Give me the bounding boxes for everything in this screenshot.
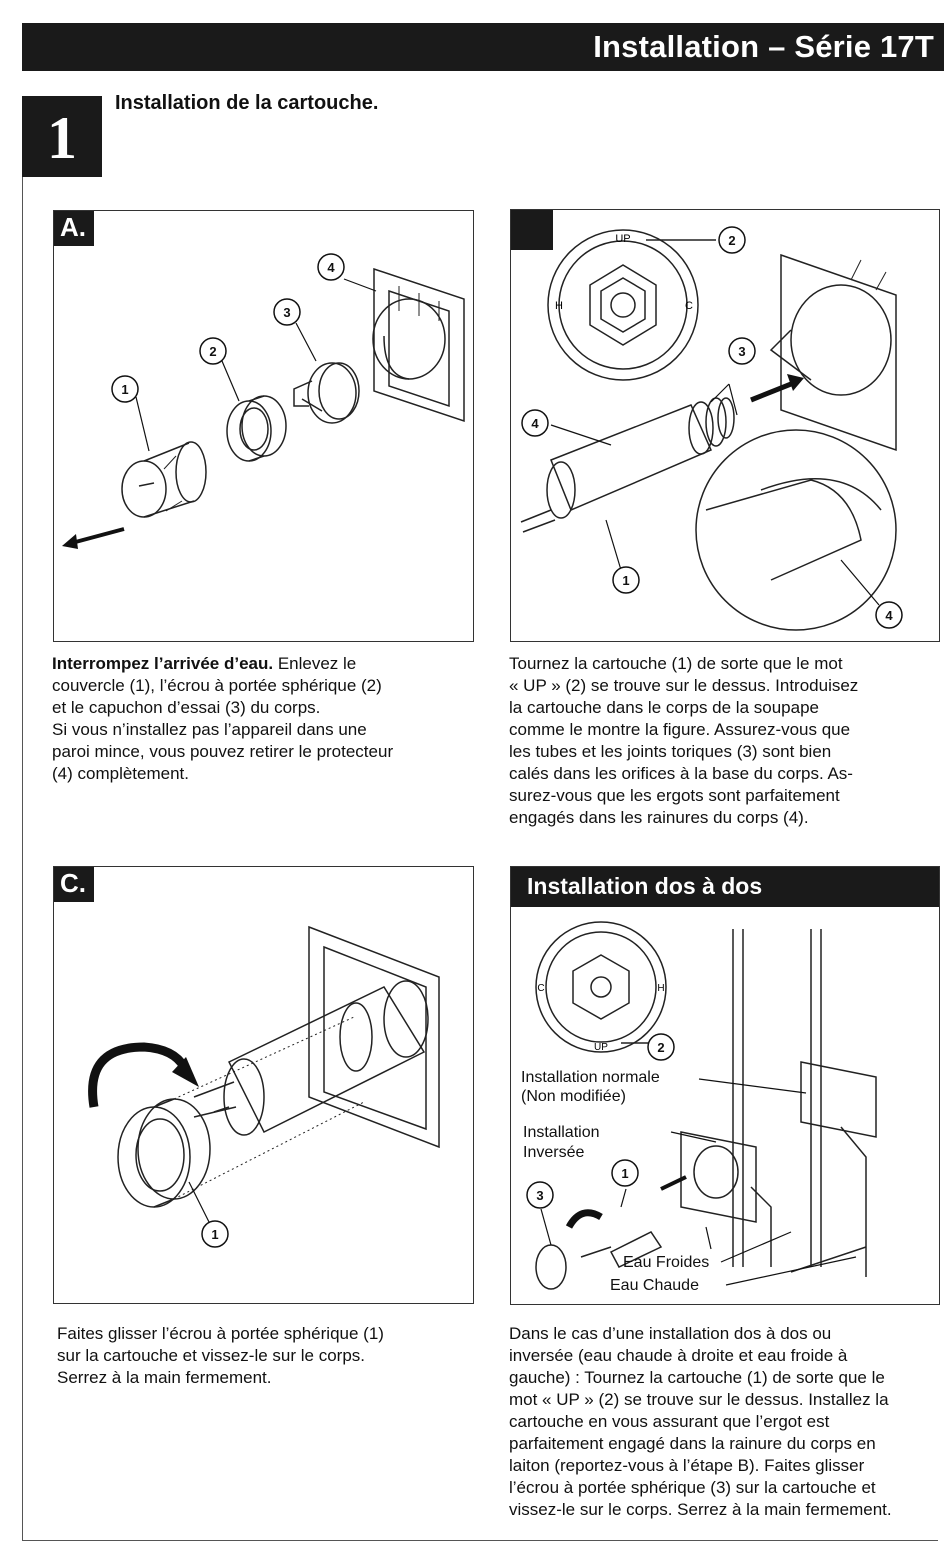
panel-d-illustration: UP C H bbox=[521, 921, 877, 1294]
panel-b-text: Tournez la cartouche (1) de sorte que le… bbox=[509, 653, 949, 829]
panel-b-callout: 3 bbox=[738, 344, 745, 359]
panel-d-line: l’écrou à portée sphérique (3) sur la ca… bbox=[509, 1478, 876, 1497]
panel-a-line: Si vous n’installez pas l’appareil dans … bbox=[52, 720, 367, 739]
panel-d-callout: 3 bbox=[536, 1188, 543, 1203]
panel-c-line: Faites glisser l’écrou à portée sphériqu… bbox=[57, 1324, 384, 1343]
panel-b-line: comme le montre la figure. Assurez-vous … bbox=[509, 720, 851, 739]
panel-b-line: calés dans les orifices à la base du cor… bbox=[509, 764, 853, 783]
label-eau-chaude: Eau Chaude bbox=[610, 1277, 699, 1294]
panel-d-up-mark: UP bbox=[594, 1042, 608, 1053]
panel-d-h-mark: H bbox=[657, 983, 664, 994]
panel-a-line: (4) complètement. bbox=[52, 764, 189, 783]
panel-d-c-mark: C bbox=[537, 983, 544, 994]
panel-d-text: Dans le cas d’une installation dos à dos… bbox=[509, 1323, 949, 1521]
bottom-rule bbox=[22, 1540, 938, 1541]
step-title: Installation de la cartouche. bbox=[115, 92, 379, 114]
panel-a-label: A. bbox=[54, 211, 94, 246]
panel-b-line: « UP » (2) se trouve sur le dessus. Intr… bbox=[509, 676, 859, 695]
panel-b-line: engagés dans les rainures du corps (4). bbox=[509, 808, 809, 827]
panel-d-callout: 1 bbox=[621, 1166, 628, 1181]
panel-d-line: inversée (eau chaude à droite et eau fro… bbox=[509, 1346, 848, 1365]
label-non-modifiee: (Non modifiée) bbox=[521, 1088, 626, 1105]
panel-b-up-mark: UP bbox=[615, 233, 630, 245]
panel-a-callout: 1 bbox=[121, 382, 128, 397]
panel-a-line: couvercle (1), l’écrou à portée sphériqu… bbox=[52, 676, 382, 695]
left-rule bbox=[22, 177, 23, 1540]
panel-d-line: Dans le cas d’une installation dos à dos… bbox=[509, 1324, 832, 1343]
panel-a-line: Enlevez le bbox=[273, 654, 357, 673]
panel-b-line: la cartouche dans le corps de la soupape bbox=[509, 698, 819, 717]
label-installation: Installation bbox=[523, 1124, 600, 1141]
panel-a-line: paroi mince, vous pouvez retirer le prot… bbox=[52, 742, 394, 761]
panel-a: 1 2 3 4 A. bbox=[53, 210, 474, 642]
panel-b-h-mark: H bbox=[555, 300, 563, 312]
panel-b-c-mark: C bbox=[685, 300, 693, 312]
panel-c-illustration: 1 bbox=[88, 925, 440, 1248]
panel-d-line: laiton (reportez-vous à l’étape B). Fait… bbox=[509, 1456, 865, 1475]
panel-c-label: C. bbox=[54, 867, 94, 902]
label-installation-normale: Installation normale bbox=[521, 1069, 660, 1086]
panel-d-title: Installation dos à dos bbox=[511, 867, 939, 907]
step-number: 1 bbox=[22, 96, 102, 177]
panel-d-callout: 2 bbox=[657, 1040, 664, 1055]
panel-b-callout: 2 bbox=[728, 233, 735, 248]
panel-a-illustration: 1 2 3 4 bbox=[62, 253, 465, 549]
page-header: Installation – Série 17T bbox=[22, 23, 944, 71]
panel-a-callout: 4 bbox=[327, 260, 335, 275]
panel-b-callout: 1 bbox=[622, 573, 629, 588]
panel-a-line: et le capuchon d’essai (3) du corps. bbox=[52, 698, 321, 717]
panel-c-line: sur la cartouche et vissez-le sur le cor… bbox=[57, 1346, 366, 1365]
panel-d-line: mot « UP » (2) se trouve sur le dessus. … bbox=[509, 1390, 889, 1409]
panel-c-line: Serrez à la main fermement. bbox=[57, 1368, 272, 1387]
panel-c-callout: 1 bbox=[211, 1227, 218, 1242]
panel-b-line: surez-vous que les ergots sont parfaitem… bbox=[509, 786, 840, 805]
panel-a-callout: 2 bbox=[209, 344, 216, 359]
panel-d-line: gauche) : Tournez la cartouche (1) de so… bbox=[509, 1368, 885, 1387]
label-eau-froides: Eau Froides bbox=[623, 1254, 709, 1271]
panel-a-callout: 3 bbox=[283, 305, 290, 320]
panel-c: 1 C. bbox=[53, 866, 474, 1304]
panel-b-illustration: UP H C bbox=[511, 210, 903, 631]
panel-c-text: Faites glisser l’écrou à portée sphériqu… bbox=[57, 1323, 477, 1389]
panel-d-line: parfaitement engagé dans la rainure du c… bbox=[509, 1434, 876, 1453]
panel-a-text-bold: Interrompez l’arrivée d’eau. bbox=[52, 654, 274, 673]
panel-b-line: les tubes et les joints toriques (3) son… bbox=[509, 742, 832, 761]
page-title: Installation – Série 17T bbox=[593, 29, 934, 64]
panel-d-line: cartouche en vous assurant que l’ergot e… bbox=[509, 1412, 830, 1431]
panel-b-callout: 4 bbox=[531, 416, 539, 431]
panel-b-callout: 4 bbox=[885, 608, 893, 623]
panel-a-text: Interrompez l’arrivée d’eau. Enlevez le … bbox=[52, 653, 472, 785]
panel-b-line: Tournez la cartouche (1) de sorte que le… bbox=[509, 654, 843, 673]
panel-b: UP H C bbox=[510, 209, 940, 642]
label-inversee: Inversée bbox=[523, 1144, 584, 1161]
panel-d-line: vissez-le sur le corps. Serrez à la main… bbox=[509, 1500, 892, 1519]
panel-b-label-block bbox=[511, 210, 553, 250]
panel-d: UP C H bbox=[510, 866, 940, 1305]
